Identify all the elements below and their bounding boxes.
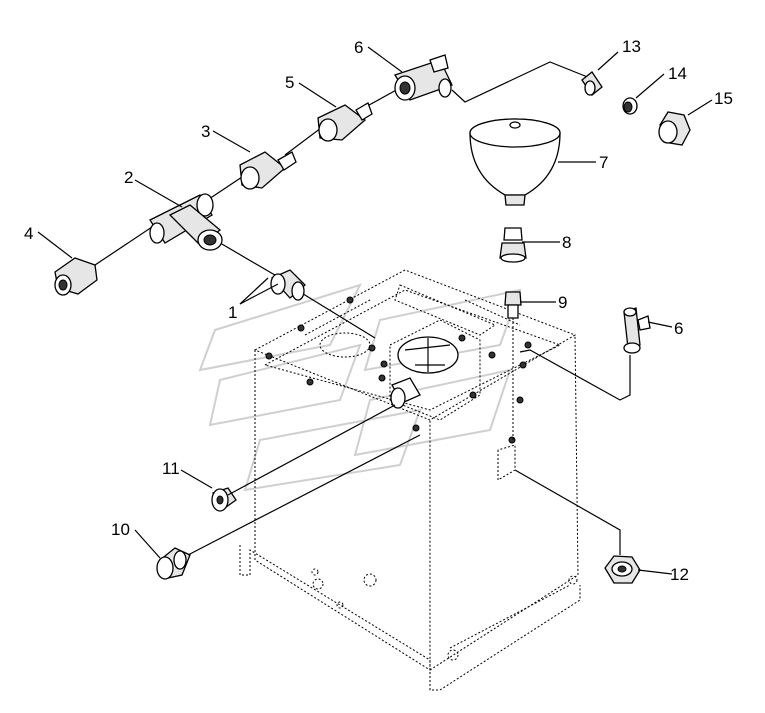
callout-1: 1 <box>228 303 237 322</box>
callout-5: 5 <box>285 73 294 92</box>
part-15-cap-nut <box>658 111 691 146</box>
part-10-adapter <box>156 547 191 580</box>
callout-6b: 6 <box>674 319 683 338</box>
callout-6a: 6 <box>354 38 363 57</box>
part-3-reducer <box>239 151 297 190</box>
callout-labels: 1 2 3 4 5 6 6 7 8 9 10 11 12 13 14 15 <box>24 37 733 584</box>
part-13-sleeve <box>581 71 603 96</box>
callout-13: 13 <box>622 37 641 56</box>
part-5-reducer <box>317 102 373 142</box>
hydraulic-tank <box>239 269 581 691</box>
callout-15: 15 <box>714 89 733 108</box>
callout-2: 2 <box>124 168 133 187</box>
assembly-lines <box>187 404 621 556</box>
watermark-logo <box>198 283 522 492</box>
part-11-plug <box>211 487 237 512</box>
part-14-ring <box>622 97 638 115</box>
callout-10: 10 <box>111 520 130 539</box>
callout-8: 8 <box>562 233 571 252</box>
part-6-tee-right <box>519 307 651 401</box>
callout-4: 4 <box>24 224 33 243</box>
callout-14: 14 <box>668 64 687 83</box>
part-2-tee <box>149 193 223 251</box>
part-9-fitting <box>504 291 522 440</box>
part-8-nipple <box>499 227 527 263</box>
leader-lines <box>37 46 713 575</box>
callout-11: 11 <box>162 459 180 478</box>
callout-12: 12 <box>670 565 689 584</box>
part-1-adapter <box>270 269 306 301</box>
callout-9: 9 <box>558 293 567 312</box>
callout-3: 3 <box>201 122 210 141</box>
part-7-accumulator <box>469 118 561 206</box>
part-4-nut <box>54 257 98 296</box>
part-12-nut <box>604 555 641 584</box>
pump-block <box>265 296 532 481</box>
part-6-tee-top <box>394 54 453 101</box>
callout-7: 7 <box>599 153 608 172</box>
